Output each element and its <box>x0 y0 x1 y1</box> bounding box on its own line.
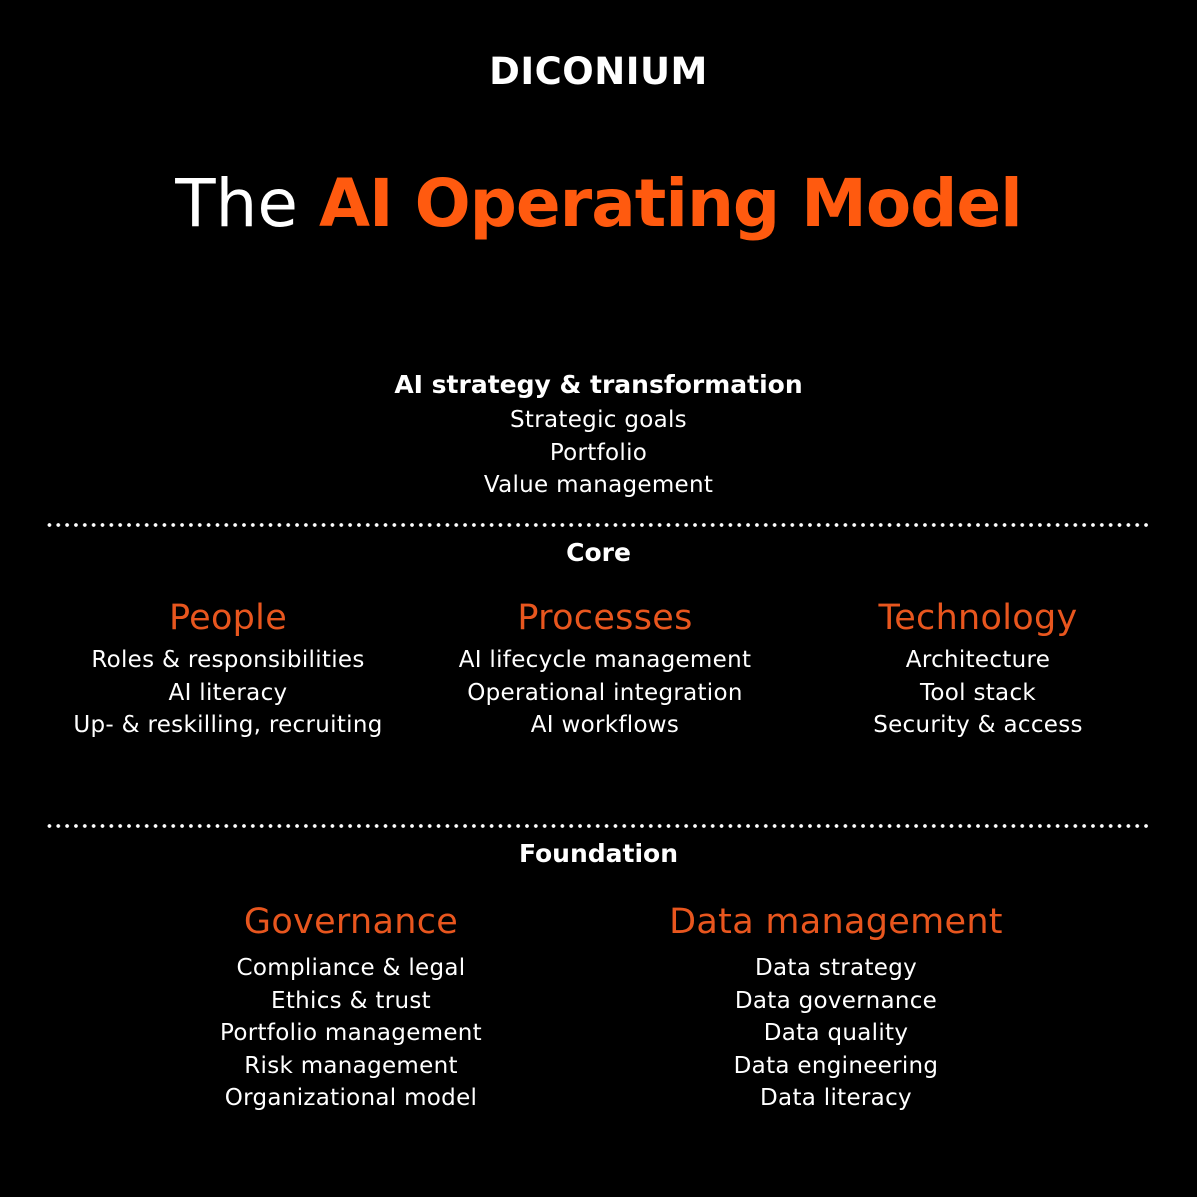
brand-logo: DICONIUM <box>489 50 708 93</box>
dotted-divider-foundation <box>45 824 1151 828</box>
list-item: Data quality <box>763 1020 909 1046</box>
strategy-heading: AI strategy & transformation <box>394 370 803 399</box>
list-item: Risk management <box>244 1052 458 1079</box>
column-items: Architecture Tool stack Security & acces… <box>778 644 1178 742</box>
column-items: Compliance & legal Ethics & trust Portfo… <box>151 952 551 1115</box>
list-item: Up- & reskilling, recruiting <box>73 712 383 738</box>
column-items: Data strategy Data governance Data quali… <box>636 952 1036 1115</box>
list-item: AI workflows <box>530 712 680 738</box>
list-item: Operational integration <box>467 679 743 706</box>
list-item: Portfolio <box>549 439 648 466</box>
core-label: Core <box>566 538 631 567</box>
foundation-column-governance: Governance Compliance & legal Ethics & t… <box>151 898 551 1115</box>
list-item: Compliance & legal <box>236 955 466 981</box>
column-heading: Governance <box>243 902 459 942</box>
list-item: Data governance <box>734 987 938 1014</box>
list-item: Strategic goals <box>510 407 687 433</box>
title-accent: AI Operating Model <box>318 165 1023 242</box>
strategy-items: Strategic goals Portfolio Value manageme… <box>0 404 1197 502</box>
column-heading: People <box>168 598 288 638</box>
column-items: AI lifecycle management Operational inte… <box>405 644 805 742</box>
list-item: Data engineering <box>733 1052 939 1079</box>
column-heading: Data management <box>669 902 1003 942</box>
list-item: Value management <box>483 472 714 498</box>
dotted-divider-core <box>45 523 1151 527</box>
list-item: Roles & responsibilities <box>91 647 365 673</box>
strategy-section: AI strategy & transformation Strategic g… <box>0 366 1197 502</box>
core-column-processes: Processes AI lifecycle management Operat… <box>405 594 805 742</box>
list-item: Organizational model <box>224 1085 478 1111</box>
core-column-technology: Technology Architecture Tool stack Secur… <box>778 594 1178 742</box>
list-item: Portfolio management <box>220 1020 482 1046</box>
list-item: Ethics & trust <box>271 987 431 1014</box>
list-item: Security & access <box>873 712 1083 738</box>
title-plain: The <box>175 165 298 242</box>
list-item: AI literacy <box>168 679 288 706</box>
column-heading: Technology <box>878 598 1078 638</box>
foundation-label: Foundation <box>518 839 679 868</box>
page-title: The AI Operating Model <box>0 162 1197 246</box>
column-items: Roles & responsibilities AI literacy Up-… <box>28 644 428 742</box>
list-item: AI lifecycle management <box>458 647 752 673</box>
foundation-column-data-management: Data management Data strategy Data gover… <box>636 898 1036 1115</box>
column-heading: Processes <box>517 598 693 638</box>
core-column-people: People Roles & responsibilities AI liter… <box>28 594 428 742</box>
list-item: Tool stack <box>919 679 1037 706</box>
list-item: Architecture <box>905 647 1051 673</box>
list-item: Data strategy <box>754 955 918 981</box>
list-item: Data literacy <box>760 1085 912 1111</box>
